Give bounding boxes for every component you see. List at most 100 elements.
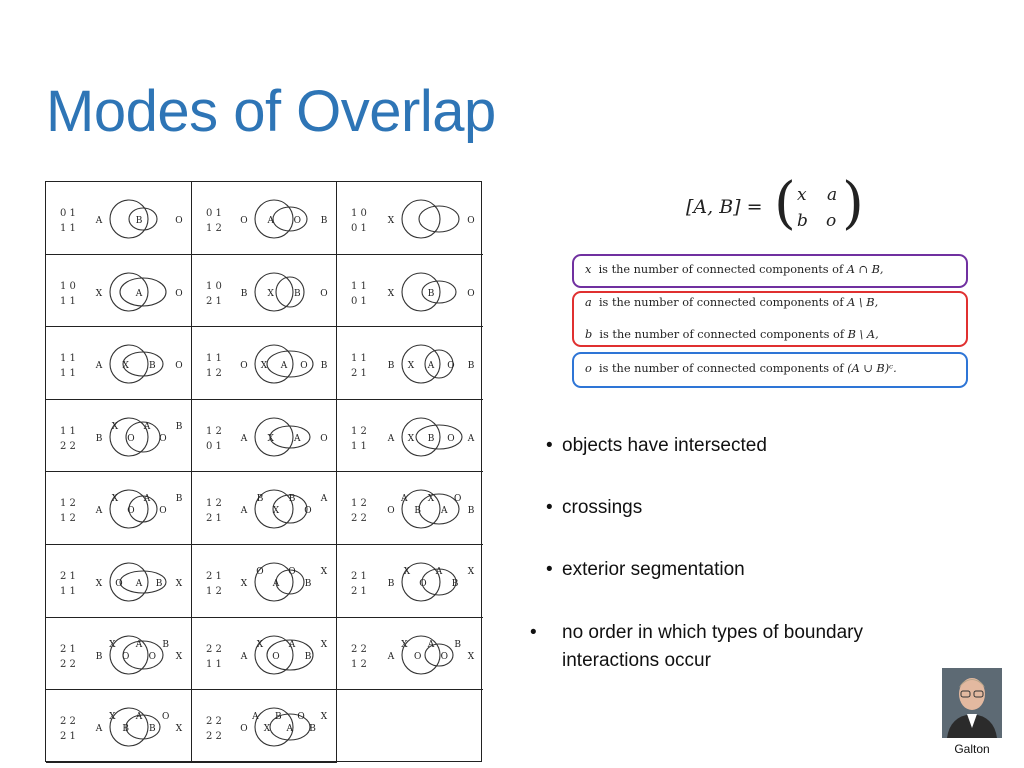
mode-matrix: 2 1 2 1 <box>351 570 367 597</box>
mode-matrix: 2 2 1 2 <box>351 643 367 670</box>
region-label: O <box>297 712 304 722</box>
region-a-boundary <box>401 562 441 602</box>
region-label: B <box>162 640 169 650</box>
region-label: X <box>468 652 475 662</box>
region-b-boundary <box>125 421 161 453</box>
overlap-mode-cell <box>337 690 483 763</box>
mode-matrix: 1 1 1 1 <box>60 353 76 380</box>
region-label: B <box>136 216 143 226</box>
region-label: O <box>288 567 295 577</box>
region-label: A <box>440 506 448 516</box>
region-label: B <box>305 579 312 589</box>
region-label: B <box>309 724 316 734</box>
region-a-boundary <box>254 417 294 457</box>
region-label: B <box>149 361 156 371</box>
region-label: X <box>388 216 395 226</box>
region-b-boundary <box>424 643 454 667</box>
region-label: O <box>175 289 182 299</box>
region-label: X <box>321 712 328 722</box>
region-label: X <box>273 506 280 516</box>
region-a-boundary <box>401 344 441 384</box>
region-label: O <box>447 434 454 444</box>
portrait-caption: Galton <box>954 742 990 756</box>
region-label: O <box>175 216 182 226</box>
region-a-boundary <box>109 707 149 747</box>
region-label: A <box>435 567 443 577</box>
region-label: B <box>176 494 183 504</box>
region-label: B <box>452 579 459 589</box>
region-label: O <box>115 579 122 589</box>
mode-matrix: 1 0 2 1 <box>206 280 222 307</box>
region-label: B <box>176 422 183 432</box>
region-label: X <box>109 712 116 722</box>
region-label: B <box>241 289 248 299</box>
region-label: A <box>95 216 103 226</box>
region-label: A <box>135 289 143 299</box>
region-label: O <box>467 216 474 226</box>
region-label: B <box>428 434 435 444</box>
region-label: A <box>387 652 395 662</box>
region-b-boundary <box>418 493 460 525</box>
region-label: X <box>241 579 248 589</box>
region-label: A <box>280 361 288 371</box>
region-label: A <box>320 494 328 504</box>
region-label: X <box>408 361 415 371</box>
region-b-boundary <box>119 277 167 307</box>
mode-matrix: 1 0 1 1 <box>60 280 76 307</box>
definition-o: o is the number of connected components … <box>585 362 897 375</box>
region-a-boundary <box>109 562 149 602</box>
definition-a: a is the number of connected components … <box>585 296 879 309</box>
region-a-boundary <box>254 707 294 747</box>
definition-b: b is the number of connected components … <box>585 328 879 341</box>
region-label: O <box>127 506 134 516</box>
mode-matrix: 2 2 2 1 <box>60 716 76 743</box>
region-b-boundary <box>122 640 164 670</box>
region-label: A <box>240 652 248 662</box>
region-label: O <box>162 712 169 722</box>
region-label: B <box>428 289 435 299</box>
region-label: X <box>468 567 475 577</box>
region-b-boundary <box>418 205 460 233</box>
region-label: O <box>419 579 426 589</box>
region-b-boundary <box>421 280 457 304</box>
region-label: O <box>240 216 247 226</box>
mode-matrix: 2 1 1 1 <box>60 570 76 597</box>
region-label: B <box>294 289 301 299</box>
region-label: X <box>112 494 119 504</box>
region-label: X <box>408 434 415 444</box>
region-label: B <box>156 579 163 589</box>
region-label: B <box>321 216 328 226</box>
region-a-boundary <box>401 489 441 529</box>
region-label: O <box>240 724 247 734</box>
bullet-exterior: •exterior segmentation <box>546 559 745 580</box>
region-label: O <box>127 434 134 444</box>
mode-matrix: 1 1 0 1 <box>351 280 367 307</box>
region-label: A <box>288 640 296 650</box>
region-label: A <box>293 434 301 444</box>
region-label: B <box>122 724 129 734</box>
matrix-lhs: [A, B] = <box>686 196 763 218</box>
region-label: O <box>300 361 307 371</box>
region-b-boundary <box>122 351 164 377</box>
mode-matrix: 1 2 2 2 <box>351 498 367 525</box>
galton-portrait <box>942 668 1002 738</box>
region-label: B <box>275 712 282 722</box>
